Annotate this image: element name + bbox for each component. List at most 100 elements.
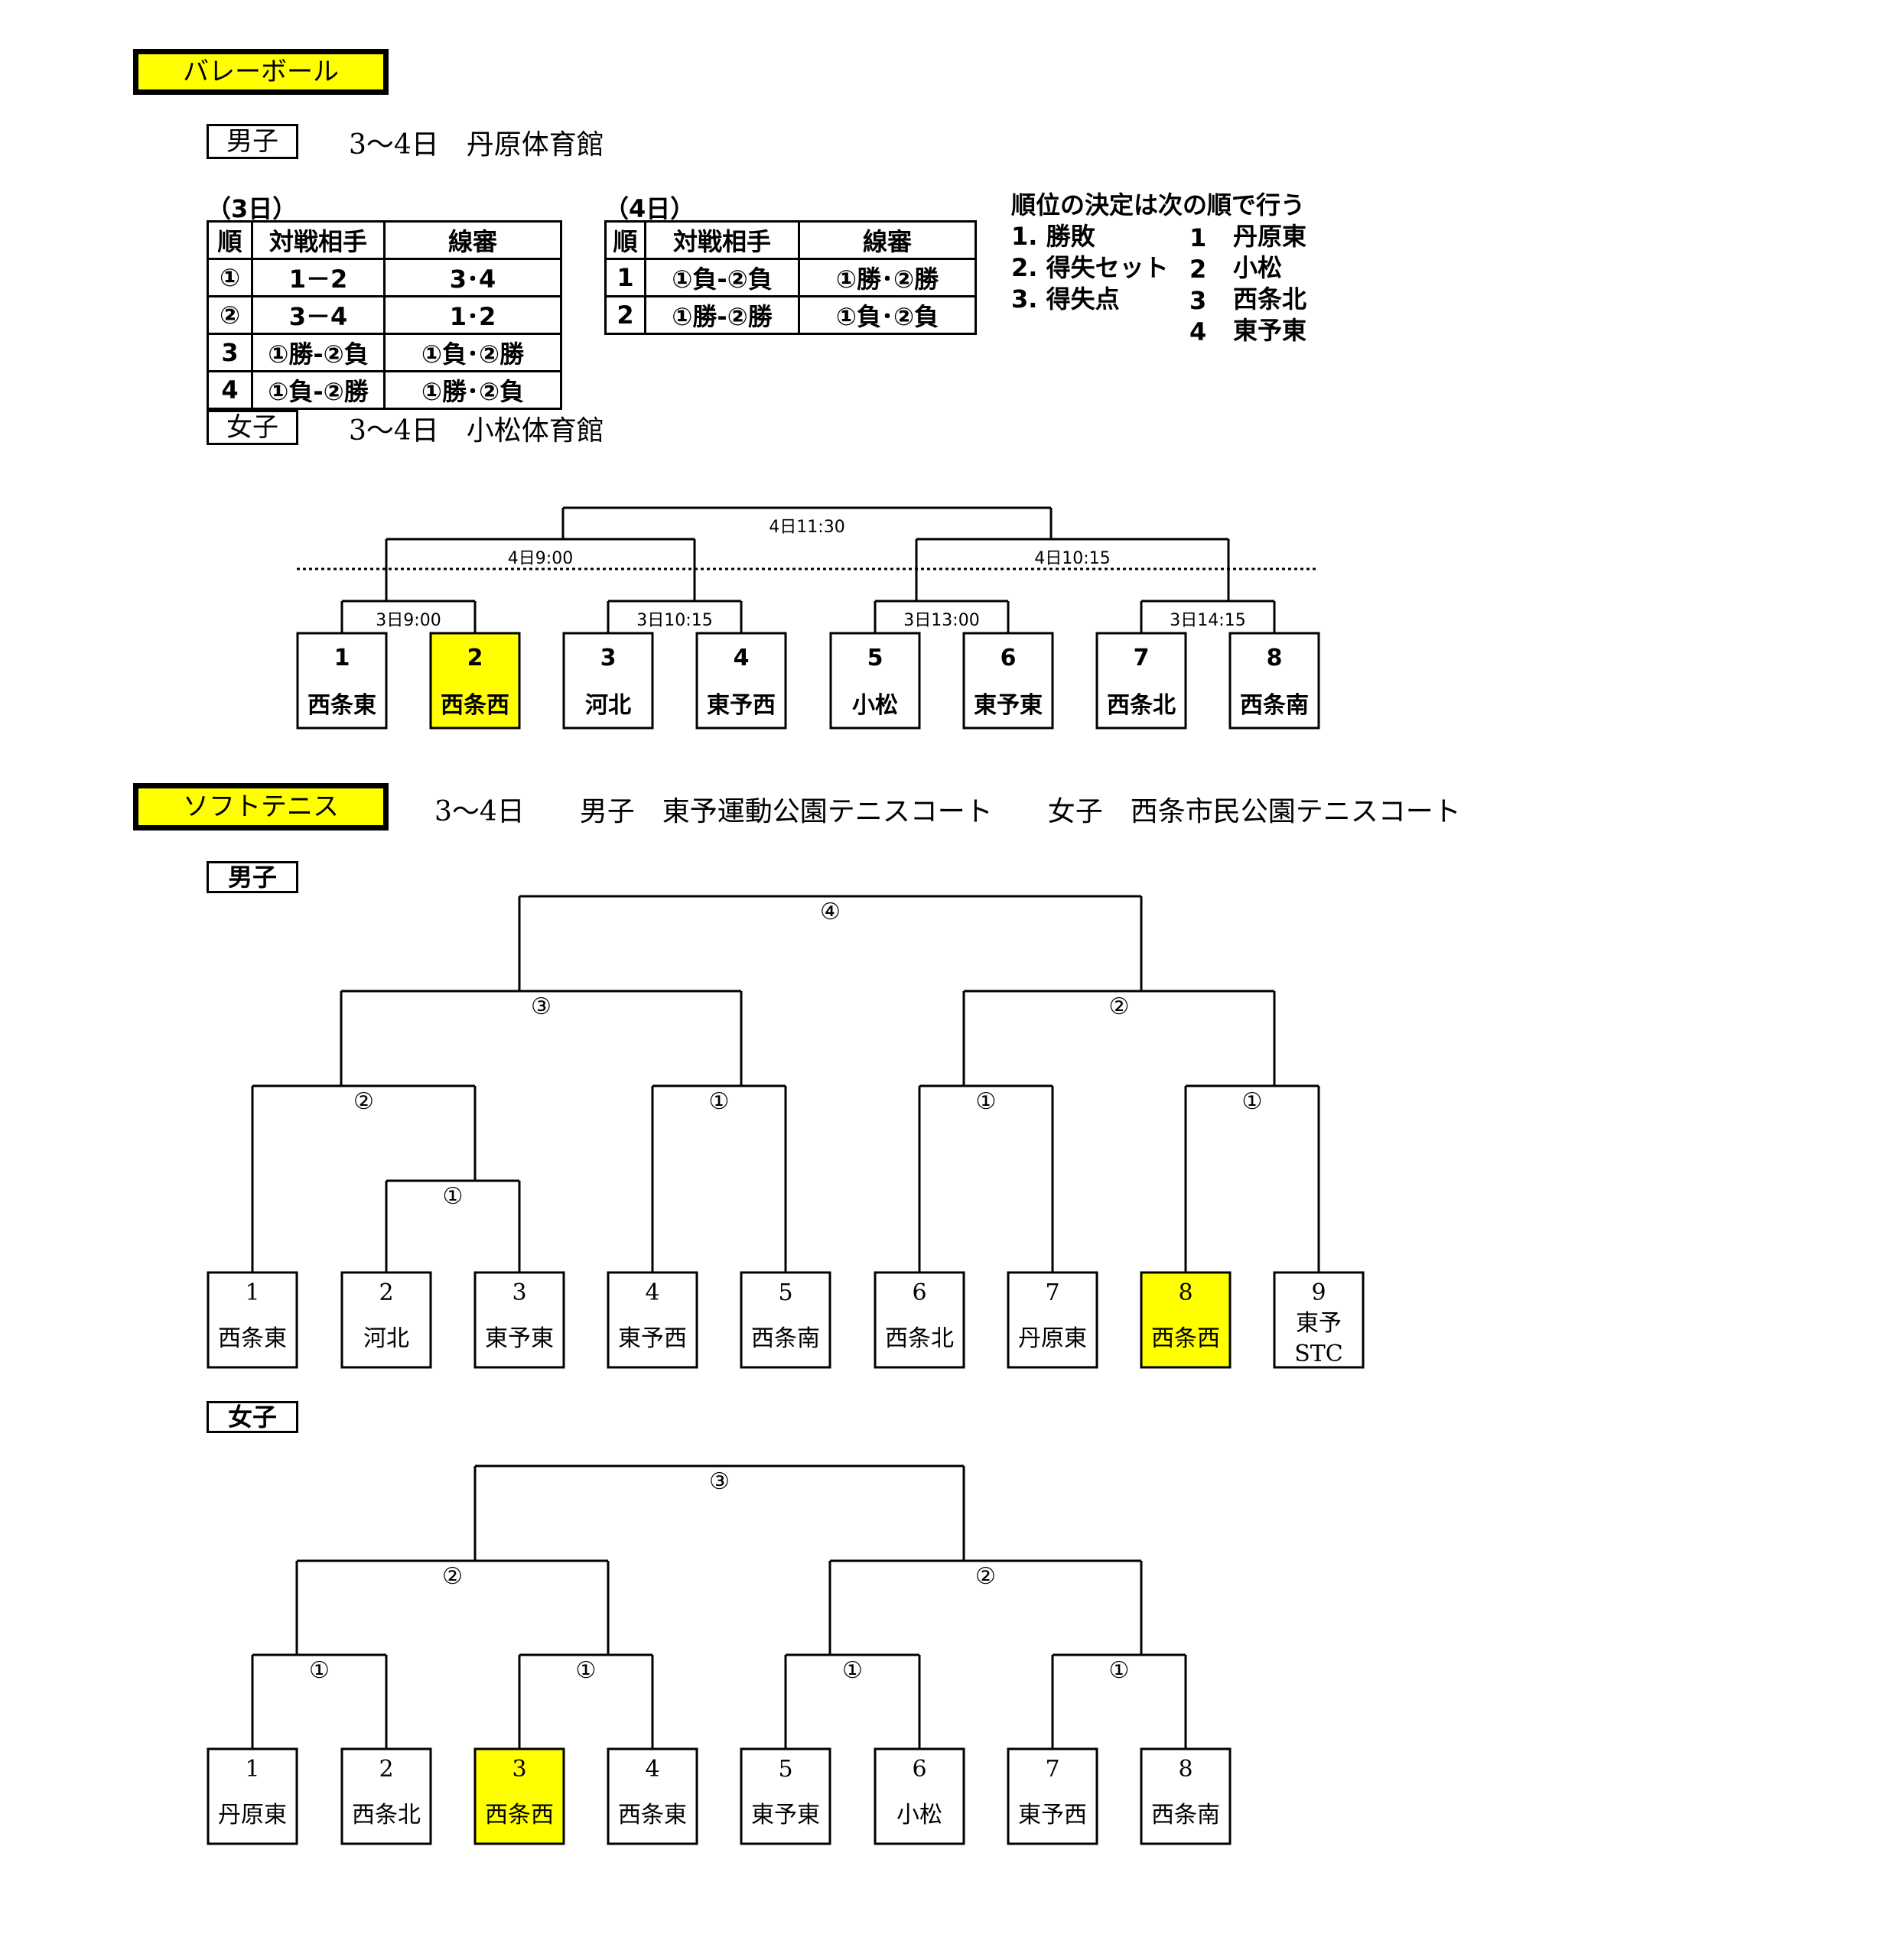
match-time-label: 3日13:00 (903, 611, 979, 630)
volleyball-women-venue: 3～4日 小松体育館 (349, 415, 604, 447)
table-row: ② 3－4 1･2 (207, 295, 562, 335)
ranking-criterion: 2. 得失セット (1011, 253, 1169, 282)
team-name: 小松 (852, 692, 898, 719)
match-number-label: ① (976, 1088, 997, 1115)
team-seed: 1 (334, 645, 350, 671)
header-order: 順 (604, 220, 646, 260)
team-seed: 6 (912, 1279, 926, 1306)
team-seed: 2 (379, 1756, 393, 1783)
team-seed: 8 (1267, 645, 1283, 671)
match-number-label: ② (1109, 993, 1130, 1020)
header-order: 順 (207, 220, 253, 260)
header-matchup: 対戦相手 (644, 220, 800, 260)
team-box: 2河北 (340, 1271, 432, 1369)
team-box-frame (207, 1271, 298, 1369)
cell-order: 3 (207, 333, 253, 372)
cell-matchup: 3－4 (251, 295, 386, 335)
team-seed: 8 (1178, 1279, 1193, 1306)
team-name: 丹原東 (1018, 1325, 1087, 1352)
team-name: 東予西 (707, 692, 776, 719)
team-name: 西条東 (218, 1325, 287, 1352)
table-header-row: 順 対戦相手 線審 (207, 220, 562, 260)
match-number-label: ① (709, 1088, 730, 1115)
team-name: 西条東 (618, 1802, 687, 1828)
ranking-order-team: 西条北 (1233, 284, 1307, 314)
header-matchup: 対戦相手 (251, 220, 386, 260)
table-row: 1 ①負-②負 ①勝･②勝 (604, 258, 977, 297)
cell-linesman: 3･4 (383, 258, 562, 297)
team-name: 東予東 (485, 1325, 554, 1352)
team-seed: 7 (1045, 1756, 1059, 1783)
volleyball-men-venue: 3～4日 丹原体育館 (349, 129, 604, 161)
header-linesman: 線審 (383, 220, 562, 260)
team-box: 6小松 (874, 1747, 965, 1845)
team-seed: 4 (734, 645, 750, 671)
team-name: 東予西 (618, 1325, 687, 1352)
match-number-label: ① (576, 1657, 597, 1684)
ranking-order-rank: 1 (1189, 223, 1207, 252)
match-number-label: ① (443, 1183, 464, 1210)
ranking-order-rank: 4 (1189, 317, 1207, 346)
team-seed: 3 (600, 645, 617, 671)
team-seed: 4 (645, 1756, 659, 1783)
team-box-frame (607, 1747, 698, 1845)
team-name: 河北 (585, 692, 631, 719)
match-number-label: ② (353, 1088, 374, 1115)
table-row: 3 ①勝-②負 ①負･②勝 (207, 333, 562, 372)
cell-linesman: ①勝･②負 (383, 370, 562, 410)
team-box: 5 西条南 (740, 1271, 831, 1369)
team-name: STC (1294, 1341, 1343, 1367)
team-seed: 5 (778, 1279, 792, 1306)
volleyball-men-label: 男子 (207, 124, 298, 159)
team-box-frame (1007, 1271, 1098, 1369)
cell-order: ② (207, 295, 253, 335)
team-name: 西条西 (1151, 1325, 1220, 1352)
team-box-frame (740, 1271, 831, 1369)
team-seed: 5 (778, 1756, 792, 1783)
cell-linesman: ①負･②負 (798, 295, 977, 335)
cell-order: 1 (604, 258, 646, 297)
cell-linesman: 1･2 (383, 295, 562, 335)
team-name: 西条西 (485, 1802, 554, 1828)
match-number-label: ② (442, 1563, 463, 1590)
team-box-frame (1228, 632, 1320, 730)
team-name: 西条南 (751, 1325, 820, 1352)
soft-tennis-men-label: 男子 (207, 861, 298, 893)
soft-tennis-venue: 3～4日 男子 東予運動公園テニスコート 女子 西条市民公園テニスコート (434, 796, 1461, 827)
soft-tennis-women-label: 女子 (207, 1401, 298, 1433)
team-box-frame (296, 632, 388, 730)
team-seed: 1 (245, 1279, 259, 1306)
match-time-label: 3日9:00 (376, 611, 441, 630)
team-box-frame (607, 1271, 698, 1369)
team-name: 東予東 (751, 1802, 820, 1828)
team-seed: 7 (1134, 645, 1150, 671)
team-seed: 4 (645, 1279, 659, 1306)
team-name: 小松 (896, 1802, 942, 1828)
team-box-frame (340, 1747, 432, 1845)
team-box-frame (473, 1271, 565, 1369)
team-seed: 9 (1311, 1279, 1326, 1306)
team-box-frame (473, 1747, 565, 1845)
match-number-label: ③ (709, 1468, 730, 1495)
cell-matchup: ①負-②勝 (251, 370, 386, 410)
cell-matchup: ①負-②負 (644, 258, 800, 297)
day3-caption: （3日） (207, 194, 298, 223)
ranking-order-team: 丹原東 (1233, 222, 1307, 251)
volleyball-women-label: 女子 (207, 410, 298, 445)
team-seed: 7 (1045, 1279, 1059, 1306)
team-box: 1 西条東 (207, 1271, 298, 1369)
match-time-label: 4日9:00 (508, 549, 573, 568)
team-name: 東予東 (974, 692, 1043, 719)
team-box: 4 西条東 (607, 1747, 698, 1845)
team-box: 7 丹原東 (1007, 1271, 1098, 1369)
team-box-frame (1273, 1271, 1365, 1369)
cell-order: 2 (604, 295, 646, 335)
table-row: 4 ①負-②勝 ①勝･②負 (207, 370, 562, 410)
